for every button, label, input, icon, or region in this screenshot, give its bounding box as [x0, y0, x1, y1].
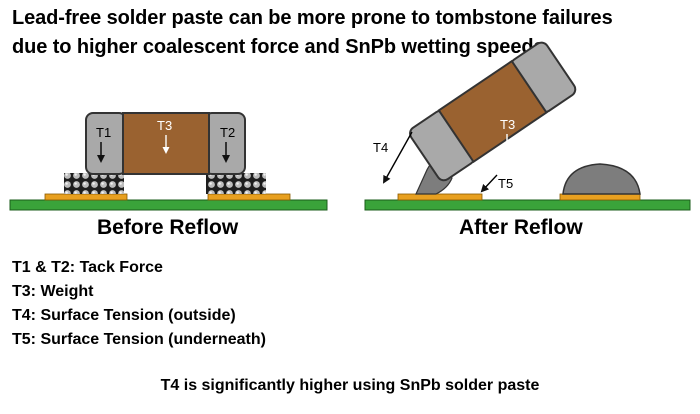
solder-paste-right [206, 173, 266, 194]
headline-line-2: due to higher coalescent force and SnPb … [12, 36, 550, 58]
component-body-after [437, 59, 548, 164]
label-t2: T2 [220, 125, 235, 140]
headline-line-1: Lead-free solder paste can be more prone… [12, 7, 613, 29]
label-t5: T5 [498, 176, 513, 191]
label-t4: T4 [373, 140, 388, 155]
circuit-board-after [364, 199, 691, 211]
solder-paste-left [64, 173, 124, 194]
legend-item-weight: T3: Weight [12, 283, 94, 300]
arrow-t5 [480, 174, 498, 193]
legend: T1 & T2: Tack Force T3: Weight T4: Surfa… [12, 256, 266, 352]
terminal-right-before [204, 112, 246, 175]
pad-right-before [207, 193, 291, 201]
caption-before-reflow: Before Reflow [97, 216, 239, 239]
before-reflow-diagram: T1 T2 T3 [9, 112, 328, 211]
arrow-t4 [383, 131, 413, 184]
pad-right-after [559, 193, 641, 201]
circuit-board-before [9, 199, 328, 211]
legend-item-surface-tension-outside: T4: Surface Tension (outside) [12, 307, 236, 324]
label-t3-before: T3 [157, 118, 172, 133]
component-after [409, 41, 577, 182]
pad-left-before [44, 193, 128, 201]
solder-dome-right [562, 163, 641, 195]
caption-after-reflow: After Reflow [459, 216, 583, 239]
headline: Lead-free solder paste can be more prone… [12, 4, 692, 62]
legend-item-surface-tension-underneath: T5: Surface Tension (underneath) [12, 331, 266, 348]
component-body-before [122, 112, 210, 175]
footnote: T4 is significantly higher using SnPb so… [160, 377, 540, 394]
label-t3-after: T3 [500, 117, 515, 132]
legend-item-tack-force: T1 & T2: Tack Force [12, 259, 163, 276]
label-t1: T1 [96, 125, 111, 140]
after-reflow-diagram: T3 T4 T5 [364, 41, 691, 211]
pad-left-after [397, 193, 483, 201]
component-before [85, 112, 246, 175]
terminal-left-before [85, 112, 127, 175]
